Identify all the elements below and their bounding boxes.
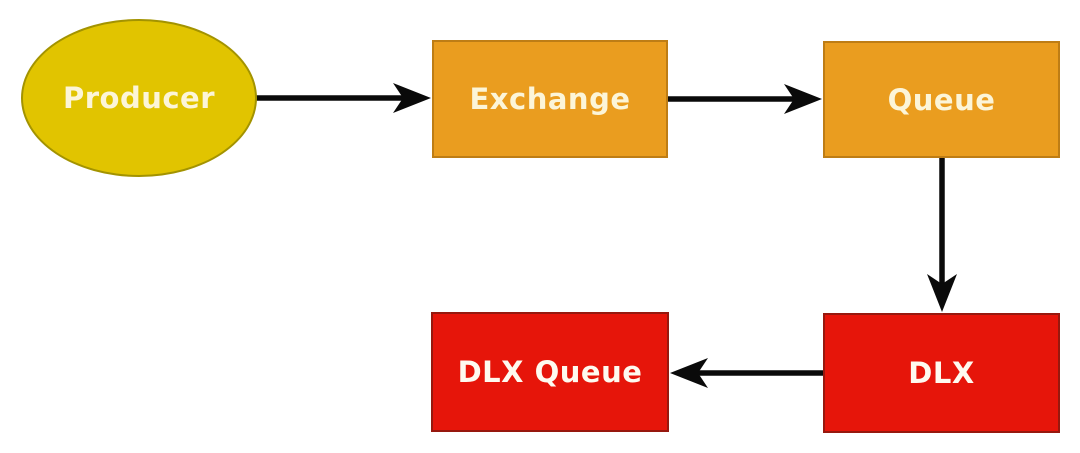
arrow-exchange-to-queue (668, 84, 822, 114)
node-exchange-label: Exchange (469, 82, 631, 116)
node-producer: Producer (21, 19, 257, 177)
node-dlx-queue: DLX Queue (431, 312, 669, 432)
arrow-producer-to-exchange (256, 83, 431, 113)
node-dlx: DLX (823, 313, 1060, 433)
node-dlx-queue-label: DLX Queue (457, 355, 643, 389)
arrow-queue-to-dlx (927, 158, 957, 312)
node-producer-label: Producer (62, 81, 216, 115)
arrow-dlx-to-dlx-queue (670, 358, 823, 388)
node-exchange: Exchange (432, 40, 668, 158)
node-dlx-label: DLX (908, 356, 975, 390)
node-queue-label: Queue (887, 82, 996, 117)
node-queue: Queue (823, 41, 1060, 158)
